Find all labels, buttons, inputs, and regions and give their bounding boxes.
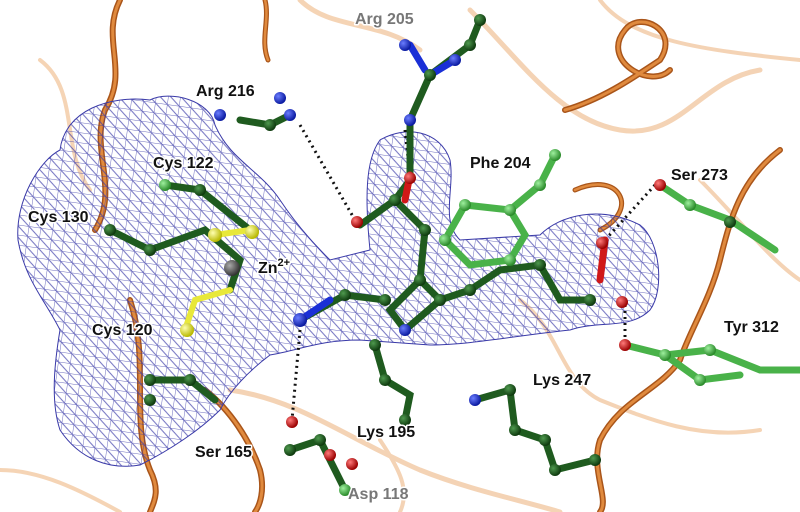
label-phe204: Phe 204 xyxy=(470,155,531,172)
label-cys120: Cys 120 xyxy=(92,322,153,339)
label-cys130: Cys 130 xyxy=(28,209,89,226)
label-lys195: Lys 195 xyxy=(357,424,415,441)
label-ser273: Ser 273 xyxy=(671,167,728,184)
zn-charge: 2+ xyxy=(278,257,291,269)
label-ser165: Ser 165 xyxy=(195,444,252,461)
label-cys122: Cys 122 xyxy=(153,155,214,172)
atoms xyxy=(104,14,736,496)
label-tyr312: Tyr 312 xyxy=(724,319,779,336)
residue-labels: Arg 205 Arg 216 Cys 122 Phe 204 Ser 273 … xyxy=(27,10,781,505)
label-lys247: Lys 247 xyxy=(533,372,591,389)
electron-density-mesh xyxy=(17,95,660,467)
zn-symbol: Zn xyxy=(258,260,278,277)
label-arg205: Arg 205 xyxy=(355,11,414,28)
label-arg216: Arg 216 xyxy=(196,83,255,100)
label-zn: Zn2+ xyxy=(258,257,290,277)
label-asp118: Asp 118 xyxy=(348,486,409,503)
